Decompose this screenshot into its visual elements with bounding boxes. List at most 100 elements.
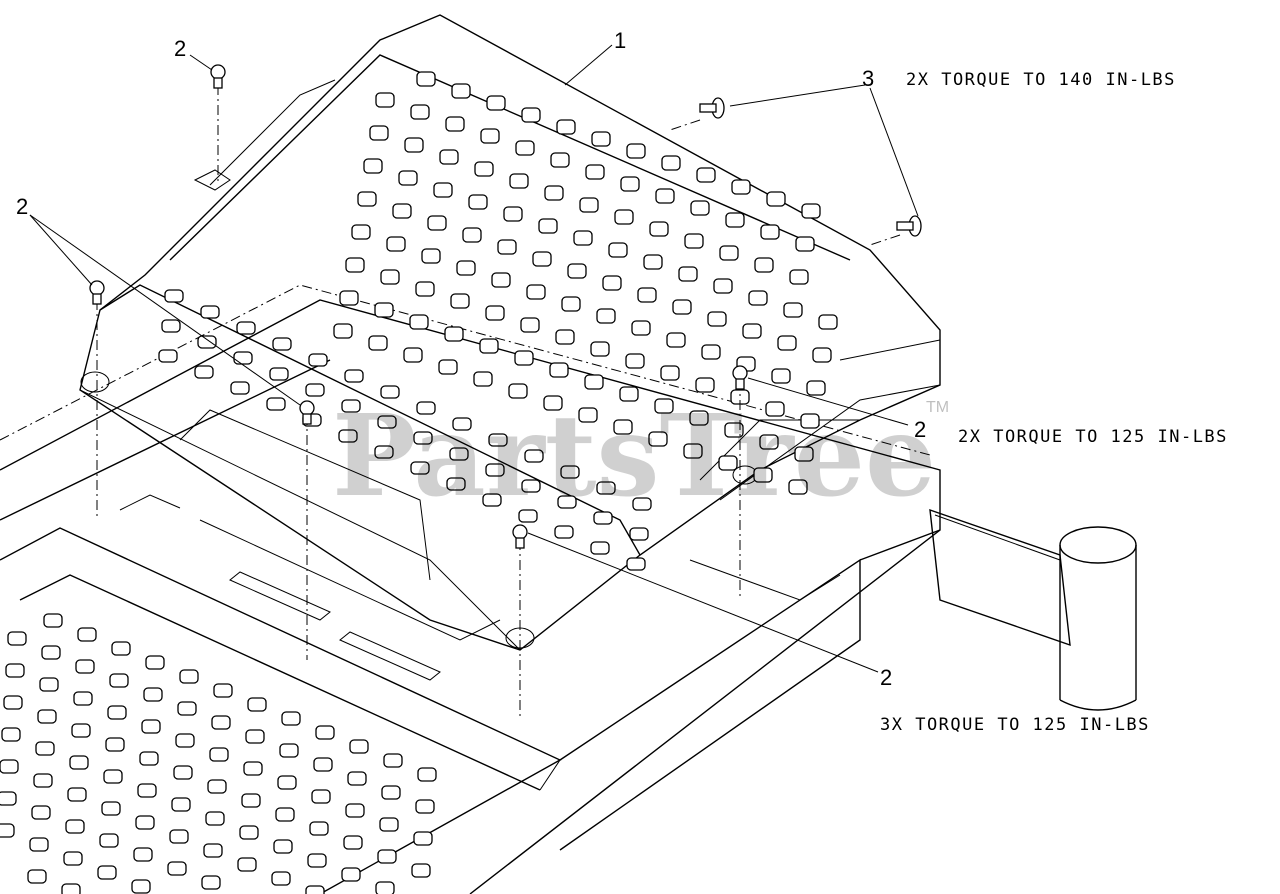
pad-cell xyxy=(43,613,63,628)
pad-cell xyxy=(742,323,762,339)
pad-cell xyxy=(474,161,494,177)
pad-cell xyxy=(684,233,704,249)
pad-cell xyxy=(520,317,540,333)
pad-cell xyxy=(783,302,803,318)
pad-cell xyxy=(497,239,517,255)
fasteners xyxy=(89,64,922,549)
pad-cell xyxy=(137,783,157,798)
pad-cell xyxy=(239,825,259,840)
pad-cell xyxy=(766,191,786,207)
pad-cell xyxy=(171,797,191,812)
pad-cell xyxy=(468,194,488,210)
pad-cell xyxy=(386,236,406,252)
pad-cell xyxy=(590,341,610,357)
pad-cell xyxy=(271,871,291,886)
pad-cell xyxy=(383,753,403,768)
pad-cell xyxy=(416,401,436,415)
pad-cell xyxy=(197,335,217,349)
pad-cell xyxy=(381,785,401,800)
pad-cell xyxy=(158,349,178,363)
pad-cell xyxy=(31,805,51,820)
callout-part-2-top: 2 xyxy=(174,36,186,61)
pad-cell xyxy=(99,833,119,848)
pad-cell xyxy=(65,819,85,834)
pad-cell xyxy=(485,305,505,321)
pad-cell xyxy=(345,257,365,273)
pad-cell xyxy=(479,338,499,354)
pad-cell xyxy=(380,269,400,285)
pad-cell xyxy=(544,185,564,201)
pad-cell xyxy=(213,683,233,698)
pad-cell xyxy=(203,843,223,858)
pad-cell xyxy=(521,479,541,493)
pad-cell xyxy=(795,236,815,252)
deck-frame xyxy=(0,284,941,894)
pad-cell xyxy=(377,849,397,864)
pad-cell xyxy=(403,347,423,363)
pad-cell xyxy=(205,811,225,826)
pad-cell xyxy=(518,509,538,523)
callout-part-2-left: 2 xyxy=(16,194,28,219)
pad-cell xyxy=(560,465,580,479)
pad-cell xyxy=(543,395,563,411)
pad-cell xyxy=(341,867,361,882)
pad-cell xyxy=(63,851,83,866)
pad-cell xyxy=(277,775,297,790)
pad-cell xyxy=(175,733,195,748)
watermark-trademark: TM xyxy=(926,399,949,416)
frame-post xyxy=(929,508,1137,711)
pad-cell xyxy=(631,320,651,336)
pad-cell xyxy=(648,431,668,447)
pad-cell xyxy=(812,347,832,363)
pad-cell xyxy=(660,365,680,381)
pad-cell xyxy=(7,631,27,646)
pad-cell xyxy=(237,857,257,872)
pad-cell xyxy=(179,669,199,684)
pad-cell xyxy=(482,493,502,507)
pad-cell xyxy=(5,663,25,678)
pad-cell xyxy=(413,431,433,445)
pad-cell xyxy=(341,399,361,413)
pad-cell xyxy=(275,807,295,822)
pad-cell xyxy=(177,701,197,716)
pad-cell xyxy=(689,410,709,426)
pad-cell xyxy=(462,227,482,243)
pad-cell xyxy=(279,743,299,758)
pad-cell xyxy=(556,119,576,135)
note-torque-140: 2X TORQUE TO 140 IN-LBS xyxy=(906,70,1176,90)
pad-cell xyxy=(557,495,577,509)
pad-cell xyxy=(451,83,471,99)
pad-cell xyxy=(194,365,214,379)
pad-cell xyxy=(614,209,634,225)
pad-cell xyxy=(111,641,131,656)
pad-cell xyxy=(109,673,129,688)
pad-cell xyxy=(695,377,715,393)
pad-cell xyxy=(596,308,616,324)
pad-cell xyxy=(308,353,328,367)
pad-cell xyxy=(450,293,470,309)
pad-cell xyxy=(339,290,359,306)
pad-cell xyxy=(273,839,293,854)
pad-cell xyxy=(0,791,17,806)
pad-cell xyxy=(806,380,826,396)
pad-cell xyxy=(333,323,353,339)
pad-cell xyxy=(392,203,412,219)
pad-cell xyxy=(236,321,256,335)
pad-cell xyxy=(75,659,95,674)
pad-cell xyxy=(818,314,838,330)
pad-cell xyxy=(247,697,267,712)
note-torque-125-right: 2X TORQUE TO 125 IN-LBS xyxy=(958,427,1228,447)
pad-cell xyxy=(233,351,253,365)
pad-cell xyxy=(725,212,745,228)
pad-cell xyxy=(67,787,87,802)
pad-cell xyxy=(707,311,727,327)
pad-cell xyxy=(593,511,613,525)
pad-cell xyxy=(567,263,587,279)
pad-cell xyxy=(602,275,622,291)
pad-cell xyxy=(538,218,558,234)
pad-cell xyxy=(417,767,437,782)
pad-cell xyxy=(456,260,476,276)
pad-cell xyxy=(433,182,453,198)
pad-cell xyxy=(0,759,19,774)
